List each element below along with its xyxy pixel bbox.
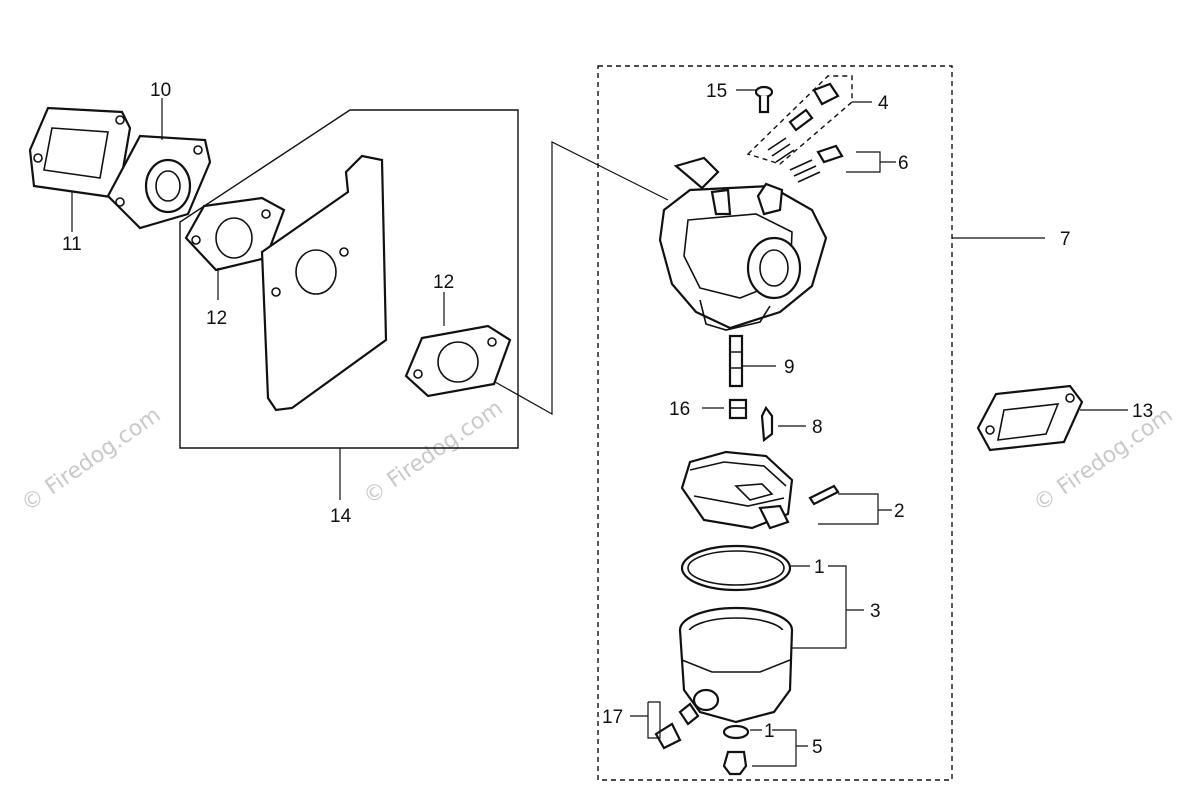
- callout-12-left: 12: [206, 308, 227, 329]
- bowl-gasket-1: [680, 544, 810, 592]
- drain-screw-17: [630, 701, 700, 750]
- callout-7: 7: [1060, 229, 1071, 250]
- throttle-stop-screw-6: [789, 144, 896, 183]
- callout-10: 10: [150, 80, 171, 101]
- washer-1-bolt-5: [722, 724, 808, 776]
- panel-14-frame: [179, 109, 519, 500]
- float: [680, 450, 794, 530]
- float-pin-2: [808, 484, 892, 525]
- carburetor-body: [658, 156, 828, 331]
- callout-8: 8: [812, 417, 823, 438]
- callout-6: 6: [898, 153, 909, 174]
- screw-15: [736, 85, 774, 114]
- watermark-center: © Firedog.com: [359, 396, 507, 510]
- gasket-11: [28, 106, 132, 232]
- main-jet-16: [702, 398, 748, 420]
- callout-2: 2: [894, 501, 905, 522]
- callout-1-washer: 1: [764, 721, 775, 742]
- float-bowl: [678, 565, 864, 724]
- callout-9: 9: [784, 357, 795, 378]
- callout-5: 5: [812, 737, 823, 758]
- connector-line: [487, 141, 669, 416]
- main-nozzle-9: [728, 334, 776, 388]
- float-valve-8: [760, 405, 806, 443]
- insulator-10: [106, 98, 212, 230]
- callout-4: 4: [878, 93, 889, 114]
- callout-12-right: 12: [433, 272, 454, 293]
- gasket-12-left: [184, 196, 286, 300]
- callout-13: 13: [1132, 401, 1153, 422]
- callout-labels: 10 11 12 12 14 15 4 6 7 9 16 8 13 2 1 3 …: [62, 80, 1153, 758]
- callout-15: 15: [706, 81, 727, 102]
- pilot-screw-set-4: [746, 75, 872, 165]
- watermark-left: © Firedog.com: [17, 403, 165, 517]
- gasket-13: [976, 384, 1128, 452]
- heat-shield: [260, 154, 388, 412]
- callout-16: 16: [669, 399, 690, 420]
- callout-3: 3: [870, 601, 881, 622]
- gasket-12-right: [404, 292, 512, 398]
- callout-11: 11: [62, 234, 82, 255]
- assembly-7-frame: [597, 65, 1045, 781]
- callout-14: 14: [330, 506, 352, 527]
- callout-1-gasket: 1: [814, 557, 825, 578]
- callout-17: 17: [602, 707, 623, 728]
